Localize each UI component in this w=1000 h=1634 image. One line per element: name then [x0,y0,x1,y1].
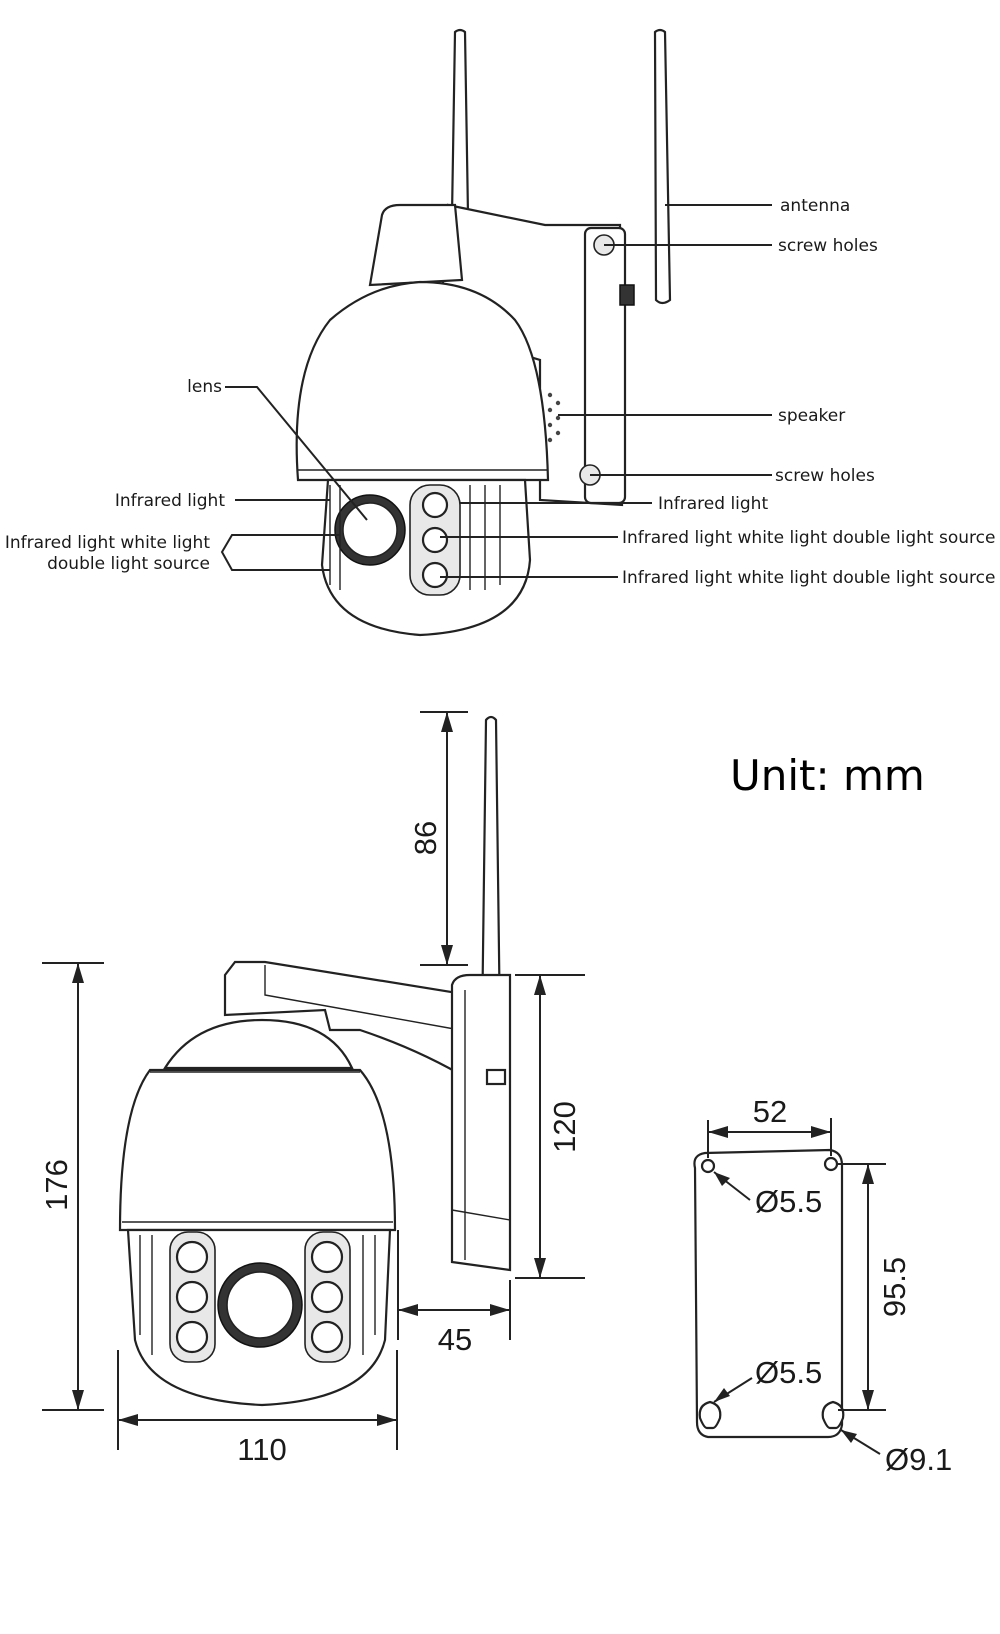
side-housing [118,1068,397,1232]
plate-hole-top-right [823,1156,839,1172]
dim-slot-hole: Ø9.1 [885,1442,952,1477]
plate-hole-top-left [700,1158,716,1174]
perspective-camera [295,28,672,637]
label-antenna: antenna [780,196,850,216]
plate-slot-right [821,1400,845,1430]
dim-antenna-height: 86 [408,821,443,855]
antenna-left [450,28,470,217]
dim-plate-vertical-spacing: 95.5 [877,1257,912,1317]
label-double-source-right-2: Infrared light white light double light … [622,568,995,588]
leader-lines [220,204,772,578]
bracket-plate [583,226,627,505]
label-infrared-light-left: Infrared light [115,491,225,511]
dim-dome-width: 110 [237,1432,286,1467]
speaker-grille [547,392,561,443]
upper-housing [295,280,550,482]
camera-neck [368,203,464,287]
label-screw-holes-top: screw holes [778,236,878,256]
dim-hole-top: Ø5.5 [755,1184,822,1219]
label-double-source-left-1: Infrared light white light [5,533,210,553]
unit-label: Unit: mm [730,751,925,800]
dim-bracket-height: 120 [547,1101,582,1153]
antenna-right [653,28,672,305]
connector [619,284,635,306]
label-double-source-left-2: double light source [47,554,210,574]
dim-total-height: 176 [39,1159,74,1211]
label-screw-holes-bottom: screw holes [775,466,875,486]
label-infrared-light-right: Infrared light [658,494,768,514]
side-wall-plate [450,973,512,1272]
label-double-source-right-1: Infrared light white light double light … [622,528,995,548]
dim-plate-hole-spacing: 52 [753,1094,787,1129]
label-lens: lens [187,377,222,397]
mounting-plate [693,1118,886,1455]
label-speaker: speaker [778,406,845,426]
dimension-lines [42,711,585,1450]
plate-outline [693,1148,844,1439]
plate-slot-left [698,1400,722,1430]
side-view-camera [118,715,512,1407]
dim-hole-bottom: Ø5.5 [755,1355,822,1390]
dim-bracket-depth: 45 [438,1322,472,1357]
